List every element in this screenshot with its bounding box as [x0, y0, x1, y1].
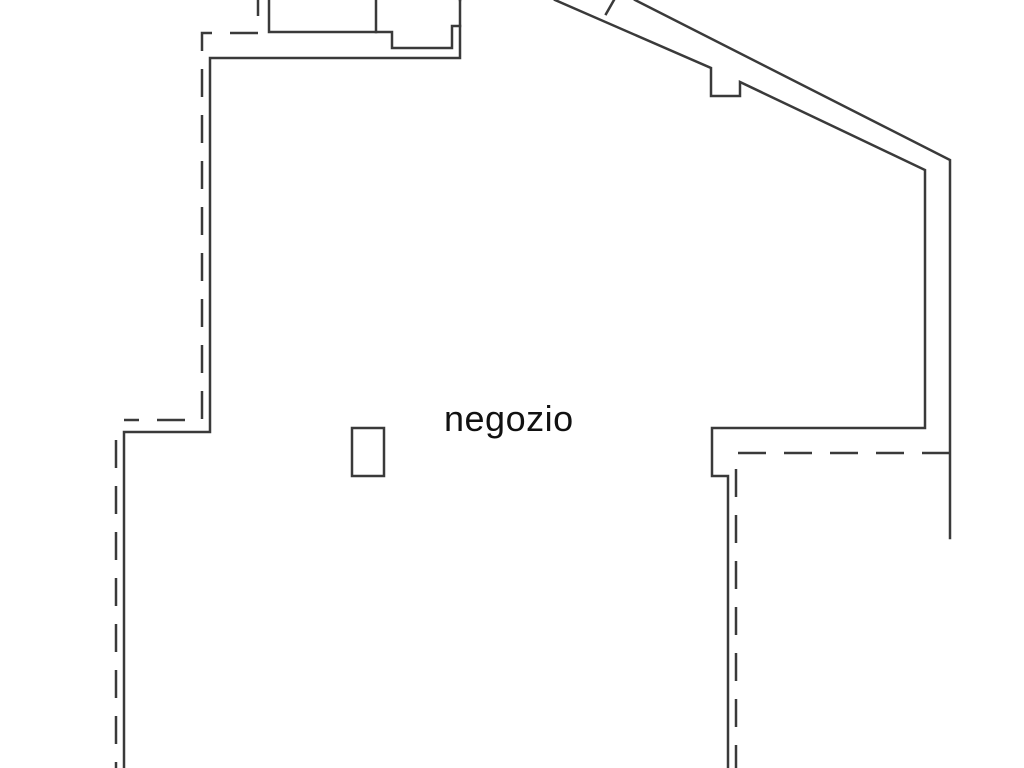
pillar [350, 426, 386, 478]
inner-wall [122, 0, 927, 768]
dashed-boundary [114, 0, 950, 768]
door-mark [604, 0, 616, 16]
room-label-negozio: negozio [444, 398, 574, 439]
outer-wall [604, 0, 952, 540]
top-rooms [267, 0, 462, 50]
